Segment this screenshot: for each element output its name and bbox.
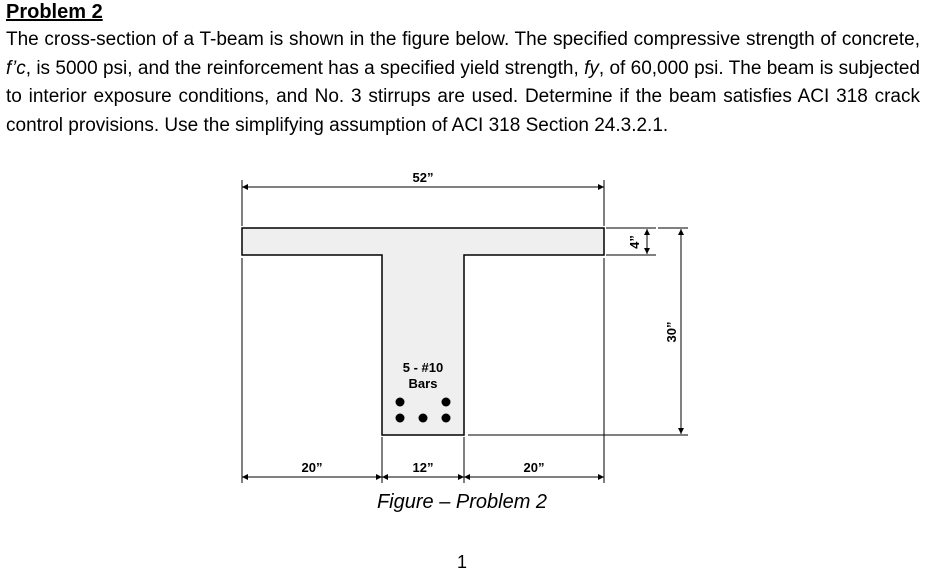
dim-right-overhang-label: 20” bbox=[524, 460, 545, 475]
rebar-bottom-middle bbox=[418, 413, 428, 423]
bars-label-line2: Bars bbox=[409, 376, 438, 391]
figure-caption: Figure – Problem 2 bbox=[377, 491, 547, 513]
rebar-top-left bbox=[395, 397, 405, 407]
dim-flange-width-label: 52” bbox=[413, 170, 434, 185]
dim-flange-thickness: 4” bbox=[606, 227, 656, 256]
dim-flange-thickness-label: 4” bbox=[627, 235, 642, 249]
statement-part-2: , is 5000 psi, and the reinforcement has… bbox=[25, 57, 585, 79]
problem-statement: The cross-section of a T-beam is shown i… bbox=[6, 26, 920, 140]
dim-total-depth-label: 30” bbox=[664, 322, 679, 343]
t-beam-section bbox=[241, 227, 605, 436]
fc-symbol: f’c bbox=[6, 57, 26, 79]
dim-web-width-label: 12” bbox=[413, 460, 434, 475]
bars-label-line1: 5 - #10 bbox=[403, 360, 443, 375]
page-number: 1 bbox=[457, 552, 467, 572]
fy-symbol: fy bbox=[584, 57, 599, 79]
rebar-top-right bbox=[441, 397, 451, 407]
statement-part-3: , of 60,000 psi. The beam is subjected t… bbox=[6, 57, 920, 136]
dim-flange-width: 52” bbox=[241, 170, 605, 226]
statement-part-1: The cross-section of a T-beam is shown i… bbox=[6, 29, 920, 50]
rebar-bottom-right bbox=[441, 413, 451, 423]
dim-left-overhang-label: 20” bbox=[302, 460, 323, 475]
dim-total-depth: 30” bbox=[468, 227, 688, 436]
problem-heading: Problem 2 bbox=[6, 1, 103, 23]
rebar-bottom-left bbox=[395, 413, 405, 423]
dim-bottom: 20” 12” 20” bbox=[241, 258, 605, 483]
